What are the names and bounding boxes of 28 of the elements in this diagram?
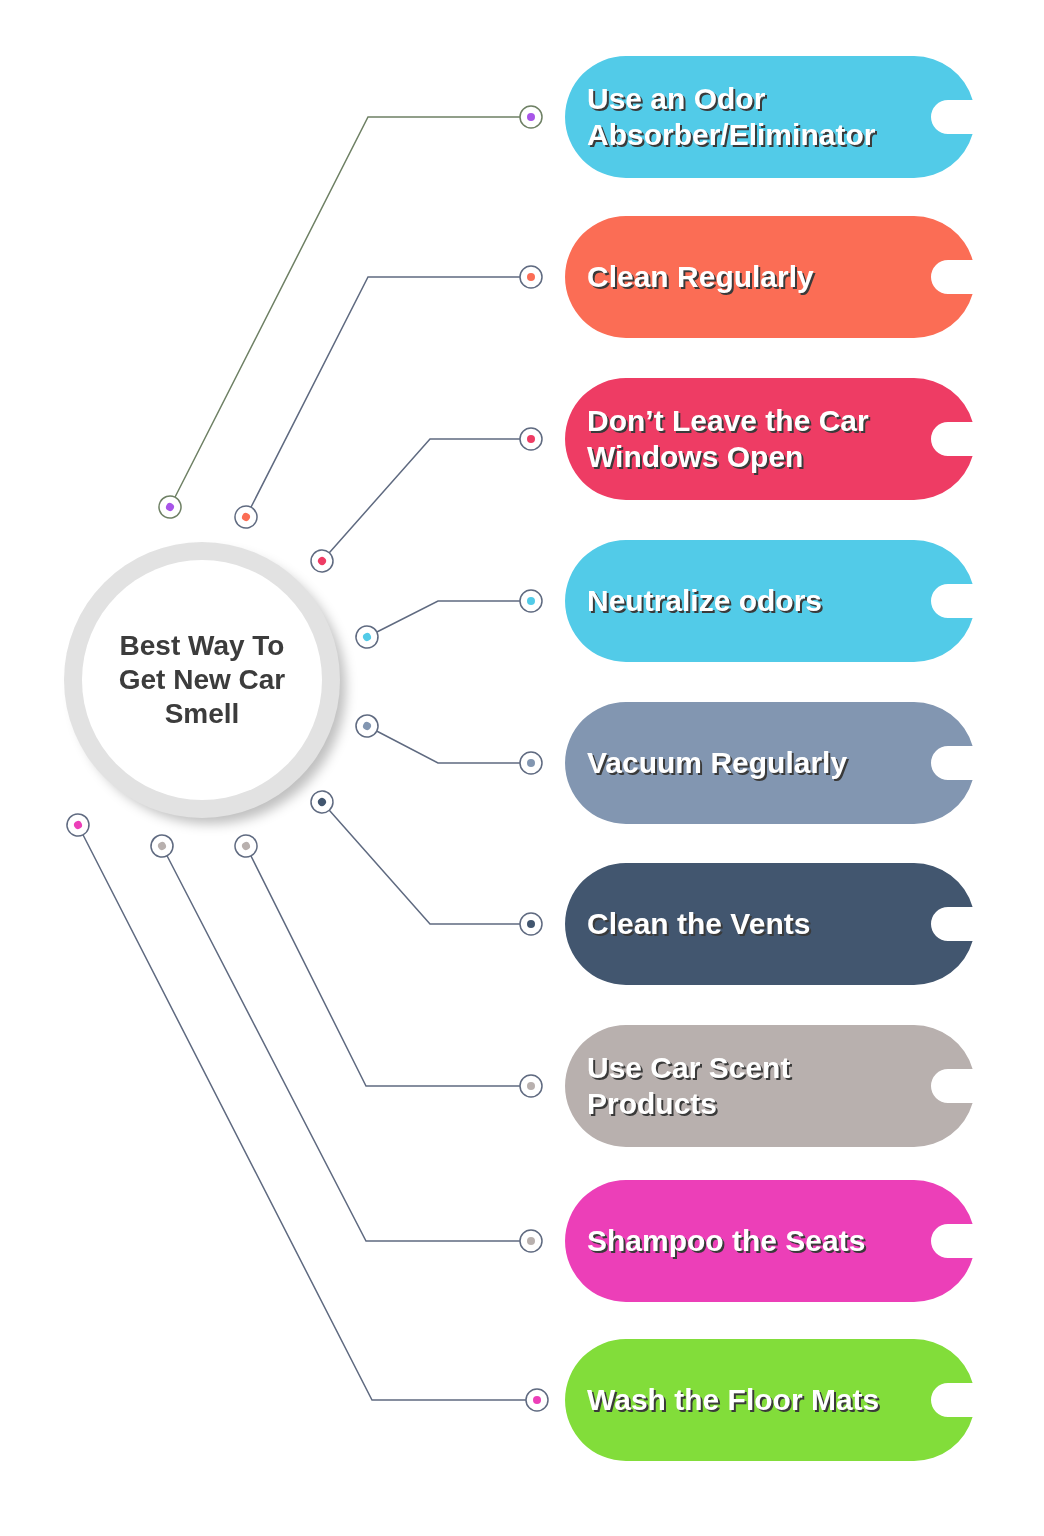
step-pill	[565, 56, 975, 178]
connector-line	[355, 714, 543, 775]
step-label: Use Car Scent Products	[587, 1050, 792, 1122]
connector-line	[355, 589, 543, 649]
step-pill	[565, 863, 975, 985]
step-pill	[565, 378, 975, 500]
step-label: Use an Odor Absorber/Eliminator	[587, 81, 877, 153]
step-label: Clean Regularly	[587, 259, 814, 295]
step-label: Wash the Floor Mats	[587, 1382, 880, 1418]
step-label: Neutralize odors	[587, 583, 823, 619]
connector-line	[310, 427, 543, 573]
step-pill	[565, 1339, 975, 1461]
step-label: Clean the Vents	[587, 906, 811, 942]
step-pill	[565, 1180, 975, 1302]
connector-line	[150, 834, 543, 1253]
step-label: Shampoo the Seats	[587, 1223, 866, 1259]
connector-line	[66, 813, 549, 1412]
step-pill	[565, 1025, 975, 1147]
connector-line	[310, 790, 543, 936]
connector-line	[234, 265, 543, 529]
connector-line	[158, 105, 543, 519]
connector-line	[234, 834, 543, 1098]
step-label: Vacuum Regularly	[587, 745, 848, 781]
step-pill	[565, 702, 975, 824]
step-pill	[565, 216, 975, 338]
step-pill	[565, 540, 975, 662]
step-label: Don’t Leave the Car Windows Open	[587, 403, 870, 475]
title-text: Best Way To Get New Car Smell	[117, 629, 287, 731]
